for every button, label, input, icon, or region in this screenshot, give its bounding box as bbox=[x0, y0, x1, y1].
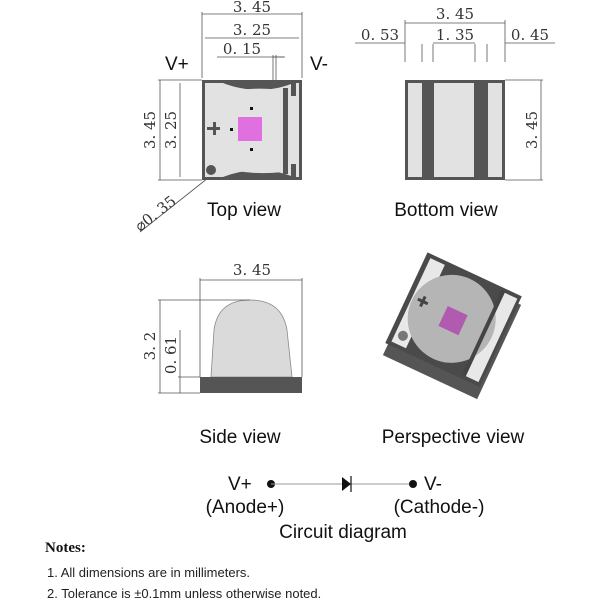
top-label-negative: V- bbox=[310, 54, 328, 75]
top-view: 3. 45 3. 25 0. 15 V+ V- 3. 45 3. 25 ⌀0. … bbox=[131, 0, 328, 235]
circuit-title: Circuit diagram bbox=[279, 522, 407, 543]
dim-side-width: 3. 45 bbox=[233, 261, 271, 279]
persp-plus-icon bbox=[417, 295, 429, 308]
chip-icon bbox=[238, 117, 262, 141]
plus-mark-icon bbox=[207, 122, 220, 135]
dim-side-base: 0. 61 bbox=[162, 336, 180, 374]
bottom-pad-left bbox=[408, 83, 422, 177]
cathode-node-icon bbox=[409, 480, 417, 488]
dim-bottom-left-pad: 0. 53 bbox=[361, 26, 399, 44]
circuit-pos-terminal: V+ bbox=[228, 474, 252, 495]
side-view: 3. 45 3. 2 0. 61 Side view bbox=[141, 261, 303, 448]
bottom-view: 3. 45 0. 53 1. 35 0. 45 3. 45 Bottom vie… bbox=[355, 5, 555, 221]
cathode-label: (Cathode-) bbox=[394, 497, 485, 518]
dim-top-width-outer: 3. 45 bbox=[233, 0, 271, 16]
perspective-view-title: Perspective view bbox=[382, 427, 525, 448]
top-label-positive: V+ bbox=[165, 54, 189, 75]
dim-top-height-outer: 3. 45 bbox=[141, 111, 159, 149]
bottom-pad-center bbox=[434, 83, 474, 177]
notes-title: Notes: bbox=[45, 540, 86, 556]
bottom-pad-right bbox=[488, 83, 502, 177]
note-item: 1. All dimensions are in millimeters. bbox=[47, 565, 251, 580]
bottom-view-title: Bottom view bbox=[394, 200, 498, 221]
side-view-title: Side view bbox=[199, 427, 281, 448]
anode-label: (Anode+) bbox=[206, 497, 285, 518]
diode-symbol-icon bbox=[342, 477, 351, 491]
dim-bottom-right-pad: 0. 45 bbox=[511, 26, 549, 44]
dim-bottom-center-pad: 1. 35 bbox=[436, 26, 474, 44]
side-base bbox=[200, 377, 302, 393]
persp-hole-icon bbox=[397, 330, 408, 341]
bond-dot bbox=[230, 128, 233, 131]
persp-divider bbox=[462, 289, 506, 377]
polarity-hole-icon bbox=[206, 165, 216, 175]
circuit-neg-terminal: V- bbox=[424, 474, 442, 495]
circuit-diagram: V+ V- (Anode+) (Cathode-) Circuit diagra… bbox=[206, 474, 485, 543]
dim-side-height: 3. 2 bbox=[141, 332, 159, 361]
dim-bottom-height: 3. 45 bbox=[523, 111, 541, 149]
dim-bottom-width: 3. 45 bbox=[436, 5, 474, 23]
side-lens-dome bbox=[210, 299, 293, 378]
dim-top-width-inner: 3. 25 bbox=[233, 21, 271, 39]
note-item: 2. Tolerance is ±0.1mm unless otherwise … bbox=[47, 586, 322, 600]
top-view-title: Top view bbox=[207, 200, 281, 221]
bond-dot bbox=[250, 148, 253, 151]
top-divider bbox=[283, 88, 288, 174]
perspective-view: Perspective view bbox=[382, 252, 525, 448]
dim-top-height-inner: 3. 25 bbox=[162, 111, 180, 149]
persp-chip-icon bbox=[438, 305, 468, 336]
dim-hole-diameter: ⌀0. 35 bbox=[131, 192, 179, 235]
bond-dot bbox=[250, 107, 253, 110]
dim-top-gap: 0. 15 bbox=[223, 40, 261, 58]
